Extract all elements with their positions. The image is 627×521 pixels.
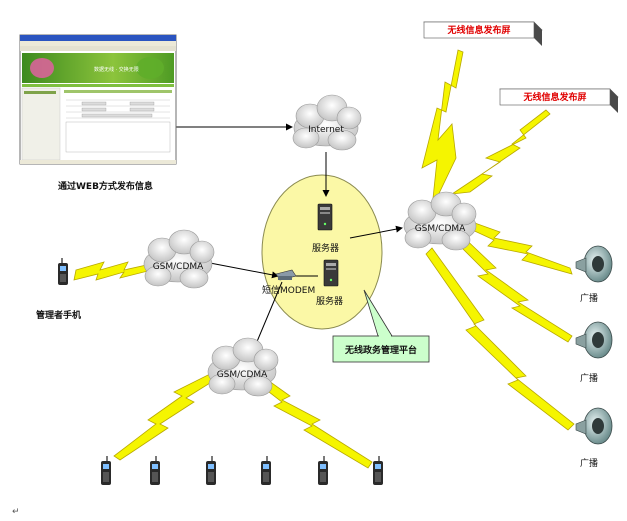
speaker-label-1: 广播 [580,292,598,304]
platform-ellipse [261,174,383,330]
display-sign-2: 无线信息发布屏 [499,88,619,113]
server1-label: 服务器 [312,242,339,254]
link-modem-gsm-bottom [255,281,283,345]
client-phones [101,456,383,485]
client-phone-icon [206,456,216,485]
cloud-gsm-left [143,229,215,289]
client-phone-icon [150,456,160,485]
speaker-icon-1 [575,245,613,283]
server2-label: 服务器 [316,295,343,307]
link-gsm-modem [209,262,279,279]
server-icon-bottom [323,259,339,287]
bolt-sign1 [421,49,464,209]
modem-label: 短信MODEM [262,284,315,296]
speaker-icon-2 [575,321,613,359]
bolt-speaker2 [451,231,573,343]
cloud-gsm-bottom [207,337,279,397]
screen2-label: 无线信息发布屏 [522,91,586,103]
link-server-gsm [349,225,403,239]
client-phone-icon [373,456,383,485]
gsm-bottom-label: GSM/CDMA [217,370,268,380]
platform-label: 无线政务管理平台 [344,344,417,356]
client-phone-icon [318,456,328,485]
cloud-internet [292,94,362,151]
browser-banner-text: 数据无线 · 交换无限 [94,66,139,73]
server-icon-top [317,203,333,231]
manager-label: 管理者手机 [36,309,81,321]
modem-icon [275,269,297,281]
bolt-sign2 [451,109,551,195]
return-mark: ↵ [12,507,20,517]
gsm-right-label: GSM/CDMA [415,224,466,234]
client-phone-icon [261,456,271,485]
client-phone-icon [101,456,111,485]
cloud-gsm-right [403,191,477,251]
internet-label: Internet [308,125,344,135]
bolt-bottom-right [255,375,373,469]
display-sign-1: 无线信息发布屏 [423,21,543,46]
speaker-label-2: 广播 [580,372,598,384]
bolt-speaker3 [425,247,575,431]
platform-callout-pointer [363,289,393,337]
manager-phone-icon [58,258,68,285]
bolt-speaker1 [467,221,573,275]
speaker-icon-3 [575,407,613,445]
speaker-label-3: 广播 [580,457,598,469]
web-browser-window: 数据无线 · 交换无限 [19,34,177,165]
bolt-bottom-left [113,371,219,461]
gsm-left-label: GSM/CDMA [153,262,204,272]
web-caption: 通过WEB方式发布信息 [58,180,153,192]
screen1-label: 无线信息发布屏 [446,24,510,36]
